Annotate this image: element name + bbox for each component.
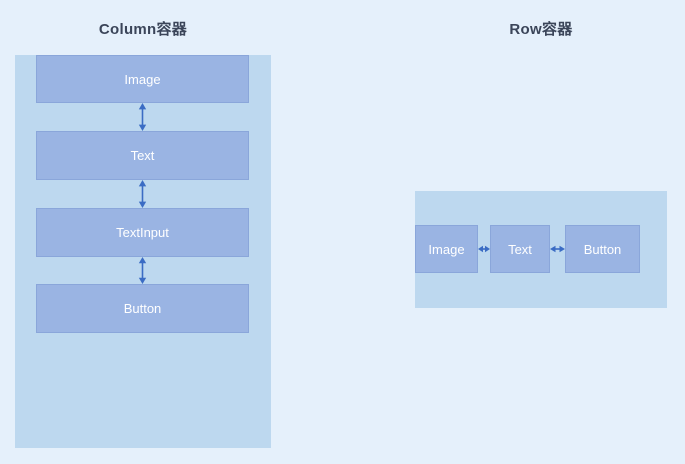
- column-node-button[interactable]: Button: [36, 284, 249, 333]
- row-panel-title: Row容器: [509, 21, 573, 38]
- column-panel-title: Column容器: [98, 21, 188, 38]
- vertical-double-arrow-icon: [134, 103, 151, 131]
- row-node-text[interactable]: Text: [490, 225, 550, 273]
- row-node-image[interactable]: Image: [415, 225, 478, 273]
- horizontal-double-arrow-icon: [478, 241, 490, 257]
- vertical-double-arrow-icon: [134, 257, 151, 284]
- vertical-double-arrow-icon: [134, 180, 151, 208]
- column-node-image[interactable]: Image: [36, 55, 249, 103]
- column-node-textinput[interactable]: TextInput: [36, 208, 249, 257]
- horizontal-double-arrow-icon: [550, 241, 565, 257]
- column-node-text[interactable]: Text: [36, 131, 249, 180]
- row-node-button[interactable]: Button: [565, 225, 640, 273]
